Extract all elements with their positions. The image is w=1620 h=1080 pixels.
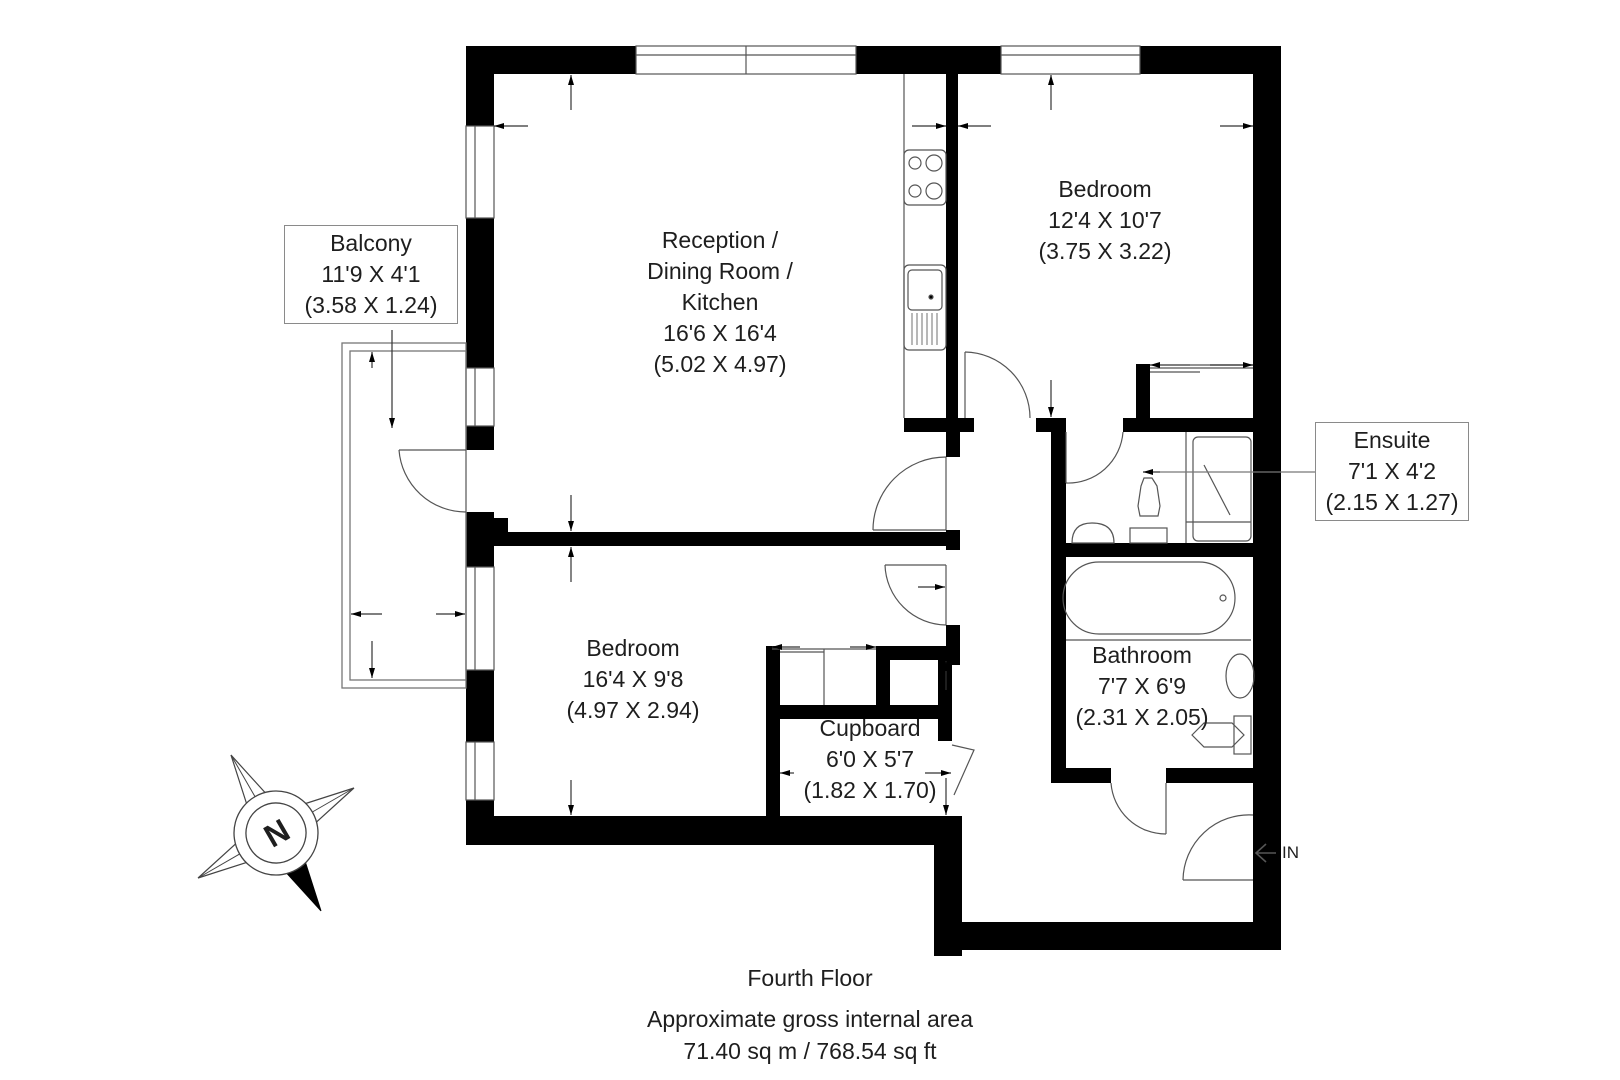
room-size-imperial: 16'6 X 16'4 <box>663 320 777 346</box>
room-size-imperial: 11'9 X 4'1 <box>321 261 421 287</box>
balcony-outline <box>341 342 467 689</box>
entrance-label: IN <box>1282 843 1299 862</box>
room-name: Dining Room / <box>647 258 793 284</box>
walls <box>466 46 1281 956</box>
room-size-metric: (2.31 X 2.05) <box>1075 704 1209 730</box>
room-size-imperial: 7'7 X 6'9 <box>1097 673 1187 699</box>
room-label-bedroom-1: Bedroom 12'4 X 10'7 (3.75 X 3.22) <box>1005 174 1205 267</box>
room-size-metric: (1.82 X 1.70) <box>803 777 937 803</box>
room-size-metric: (5.02 X 4.97) <box>653 351 787 377</box>
doors <box>398 351 1254 881</box>
area-value: 71.40 sq m / 768.54 sq ft <box>683 1038 937 1064</box>
fixtures <box>772 74 1255 755</box>
room-name: Reception / <box>661 227 779 253</box>
room-label-bedroom-2: Bedroom 16'4 X 9'8 (4.97 X 2.94) <box>538 633 728 726</box>
room-size-imperial: 7'1 X 4'2 <box>1347 458 1437 484</box>
entry-arrow-icon <box>1254 843 1276 863</box>
room-size-imperial: 16'4 X 9'8 <box>582 666 684 692</box>
room-label-ensuite: Ensuite 7'1 X 4'2 (2.15 X 1.27) <box>1315 422 1469 521</box>
floor-name: Fourth Floor <box>747 965 873 991</box>
compass-north-icon <box>197 754 355 912</box>
room-name: Ensuite <box>1353 427 1431 453</box>
room-label-reception: Reception / Dining Room / Kitchen 16'6 X… <box>600 225 840 380</box>
room-size-metric: (4.97 X 2.94) <box>566 697 700 723</box>
room-label-balcony: Balcony 11'9 X 4'1 (3.58 X 1.24) <box>284 225 458 324</box>
room-size-imperial: 12'4 X 10'7 <box>1048 207 1162 233</box>
area-caption: Approximate gross internal area <box>647 1006 973 1032</box>
windows <box>465 45 1141 801</box>
room-name: Bedroom <box>1058 176 1152 202</box>
room-size-metric: (2.15 X 1.27) <box>1325 489 1459 515</box>
room-label-cupboard: Cupboard 6'0 X 5'7 (1.82 X 1.70) <box>790 713 950 806</box>
room-name: Balcony <box>330 230 412 256</box>
dimension-arrows <box>351 75 1253 815</box>
room-name: Bathroom <box>1092 642 1192 668</box>
room-size-metric: (3.75 X 3.22) <box>1038 238 1172 264</box>
room-name: Bedroom <box>586 635 680 661</box>
room-name: Kitchen <box>681 289 759 315</box>
room-name: Cupboard <box>819 715 921 741</box>
room-size-metric: (3.58 X 1.24) <box>304 292 438 318</box>
room-label-bathroom: Bathroom 7'7 X 6'9 (2.31 X 2.05) <box>1062 640 1222 733</box>
room-size-imperial: 6'0 X 5'7 <box>825 746 915 772</box>
